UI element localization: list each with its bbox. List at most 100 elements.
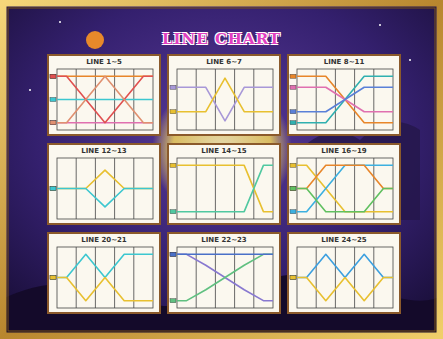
payline (57, 99, 153, 101)
reel-divider (114, 247, 115, 308)
panel-label: LINE 22~23 (169, 236, 279, 245)
line-marker (170, 252, 176, 256)
reel-divider (95, 158, 96, 219)
reel-divider (354, 247, 355, 308)
reel-grid (177, 69, 273, 130)
panel-fill (47, 143, 161, 225)
line-marker (290, 187, 296, 191)
line-marker (50, 187, 56, 191)
panel-fill (47, 54, 161, 136)
panel-fill (47, 232, 161, 314)
line-marker (170, 299, 176, 303)
reel-divider (114, 158, 115, 219)
line-marker (50, 121, 56, 125)
payline (57, 189, 153, 207)
panel-fill (167, 54, 281, 136)
line-panel: LINE 1~5 (47, 54, 161, 136)
reel-divider (215, 247, 216, 308)
reel-divider (253, 69, 254, 130)
payline (297, 165, 393, 188)
payline (177, 87, 273, 121)
reel-grid (297, 247, 393, 308)
payline (57, 76, 153, 122)
payline (57, 278, 153, 301)
line-marker (170, 85, 176, 89)
reel-divider (316, 158, 317, 219)
line-marker (290, 187, 296, 191)
reel-divider (215, 69, 216, 130)
reel-divider (335, 247, 336, 308)
payline (57, 254, 153, 277)
reel-grid (177, 158, 273, 219)
panel-label: LINE 24~25 (289, 236, 399, 245)
reel-divider (95, 247, 96, 308)
line-panel: LINE 22~23 (167, 232, 281, 314)
line-marker (290, 85, 296, 89)
reel-divider (234, 158, 235, 219)
panel-label: LINE 8~11 (289, 58, 399, 67)
line-marker (50, 187, 56, 191)
line-panel: LINE 24~25 (287, 232, 401, 314)
line-marker (170, 210, 176, 214)
payline (177, 165, 273, 211)
reel-grid (297, 158, 393, 219)
line-panel: LINE 8~11 (287, 54, 401, 136)
line-marker (290, 276, 296, 280)
panel-label: LINE 1~5 (49, 58, 159, 67)
panel-fill (287, 232, 401, 314)
reel-divider (316, 69, 317, 130)
reel-grid (57, 158, 153, 219)
line-marker (290, 110, 296, 114)
line-marker (50, 276, 56, 280)
line-marker (290, 210, 296, 214)
line-panel: LINE 14~15 (167, 143, 281, 225)
line-marker (290, 163, 296, 167)
payline (177, 254, 273, 256)
panel-label: LINE 20~21 (49, 236, 159, 245)
reel-divider (373, 247, 374, 308)
reel-grid (177, 247, 273, 308)
payline (177, 165, 273, 211)
payline (177, 254, 273, 300)
line-marker (290, 74, 296, 78)
panel-label: LINE 14~15 (169, 147, 279, 156)
reel-divider (215, 158, 216, 219)
line-marker (50, 74, 56, 78)
reel-grid (57, 247, 153, 308)
reel-divider (373, 158, 374, 219)
reel-divider (253, 247, 254, 308)
line-panel: LINE 16~19 (287, 143, 401, 225)
panel-fill (287, 143, 401, 225)
panel-fill (167, 143, 281, 225)
reel-divider (373, 69, 374, 130)
payline (297, 76, 393, 122)
reel-divider (354, 158, 355, 219)
reel-grid (297, 69, 393, 130)
payline (177, 254, 273, 300)
reel-divider (76, 247, 77, 308)
reel-divider (335, 158, 336, 219)
reel-divider (354, 69, 355, 130)
reel-divider (133, 247, 134, 308)
line-marker (50, 74, 56, 78)
payline (297, 76, 393, 122)
panel-label: LINE 12~13 (49, 147, 159, 156)
line-marker (170, 252, 176, 256)
line-panel: LINE 6~7 (167, 54, 281, 136)
payline (57, 170, 153, 188)
line-marker (290, 121, 296, 125)
reel-grid (57, 69, 153, 130)
line-panel: LINE 20~21 (47, 232, 161, 314)
payline (297, 165, 393, 211)
screen-title: LINE CHART (0, 30, 443, 48)
panel-fill (287, 54, 401, 136)
line-marker (50, 276, 56, 280)
payline (297, 87, 393, 111)
reel-divider (196, 69, 197, 130)
payline (297, 254, 393, 277)
panel-fill (167, 232, 281, 314)
payline (57, 76, 153, 122)
reel-divider (234, 69, 235, 130)
